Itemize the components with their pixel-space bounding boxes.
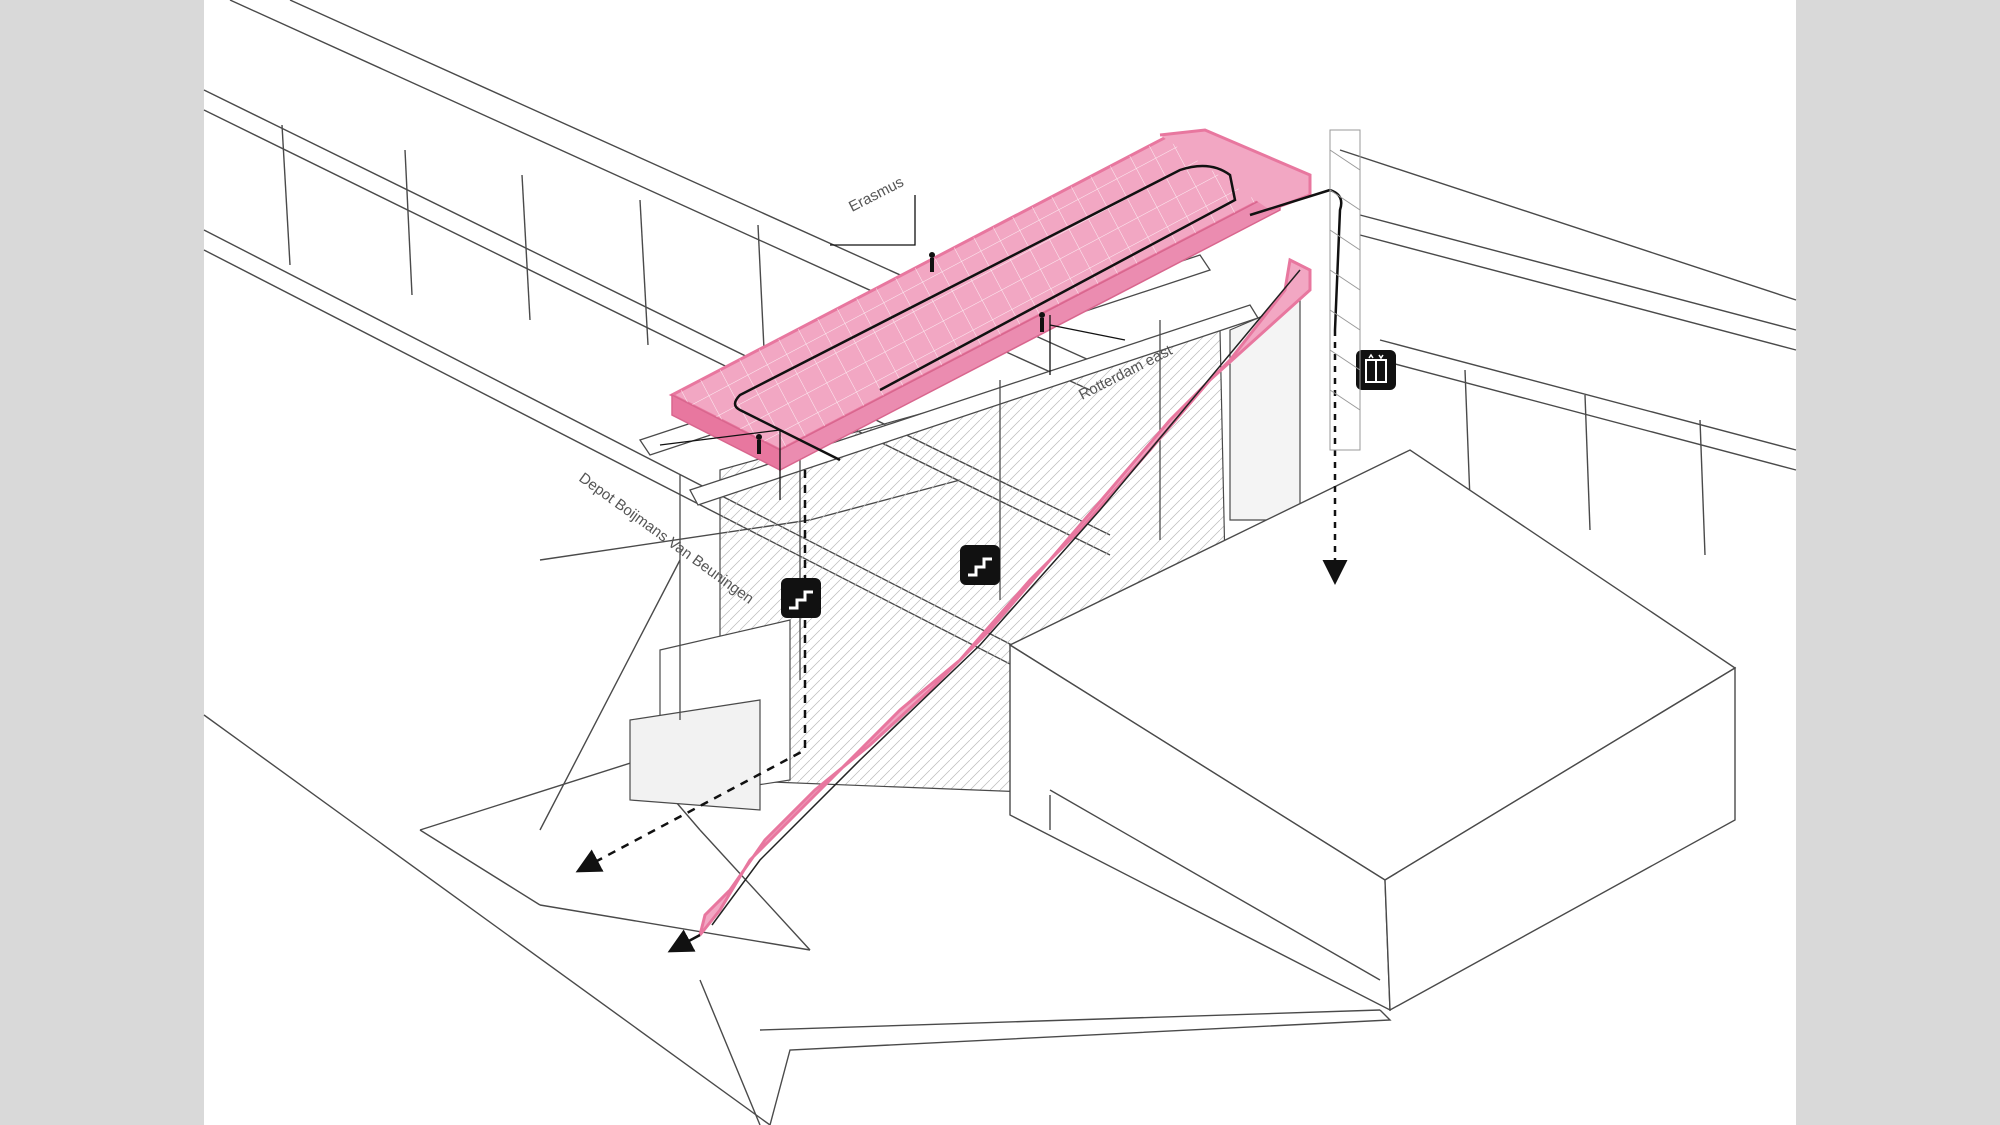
elevator-icon [1356, 350, 1396, 390]
elevator-tower [1329, 129, 1361, 451]
view-markers [659, 195, 1126, 500]
people [756, 252, 1045, 454]
stairs-icon [960, 545, 1000, 585]
rooftop-deck [668, 128, 1312, 472]
context-lines [203, 0, 1797, 1125]
pink-stairs-exit-path [667, 929, 701, 953]
deck-loop-path [733, 164, 1237, 462]
stairs-icon [781, 578, 821, 618]
foreground-block [1008, 449, 1737, 1012]
stairs-down-path [575, 470, 807, 873]
